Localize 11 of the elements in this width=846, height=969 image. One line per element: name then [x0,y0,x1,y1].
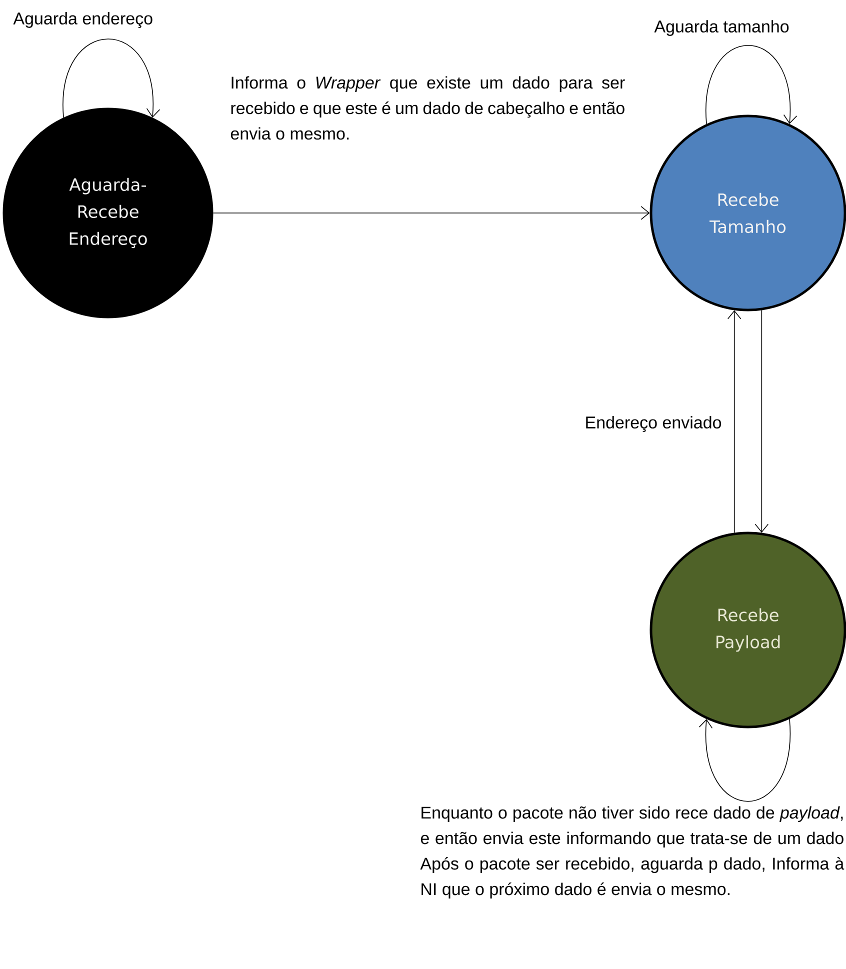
edge-label: Enquanto o pacote não tiver sido rece dado de payload, e então envia este informando que trata-se de um dado Após o pacote ser recebido, aguarda p dado, Informa à NI que o próximo dado é envia o mesmo. [420,806,844,899]
arrow [63,38,160,118]
edge-label: Informa o Wrapper que existe um dado para ser recebido e que este é um dado de cabeçalho e então envia o mesmo. [230,76,625,140]
arrow [754,310,769,533]
edge-label: Aguarda tamanho [654,20,789,36]
arrow [212,206,650,220]
edge-label: Endereço enviado [586,416,722,432]
arrow [727,310,742,534]
edge-label: Aguarda endereço [13,12,152,28]
arrow [698,718,790,802]
arrow [706,44,798,124]
